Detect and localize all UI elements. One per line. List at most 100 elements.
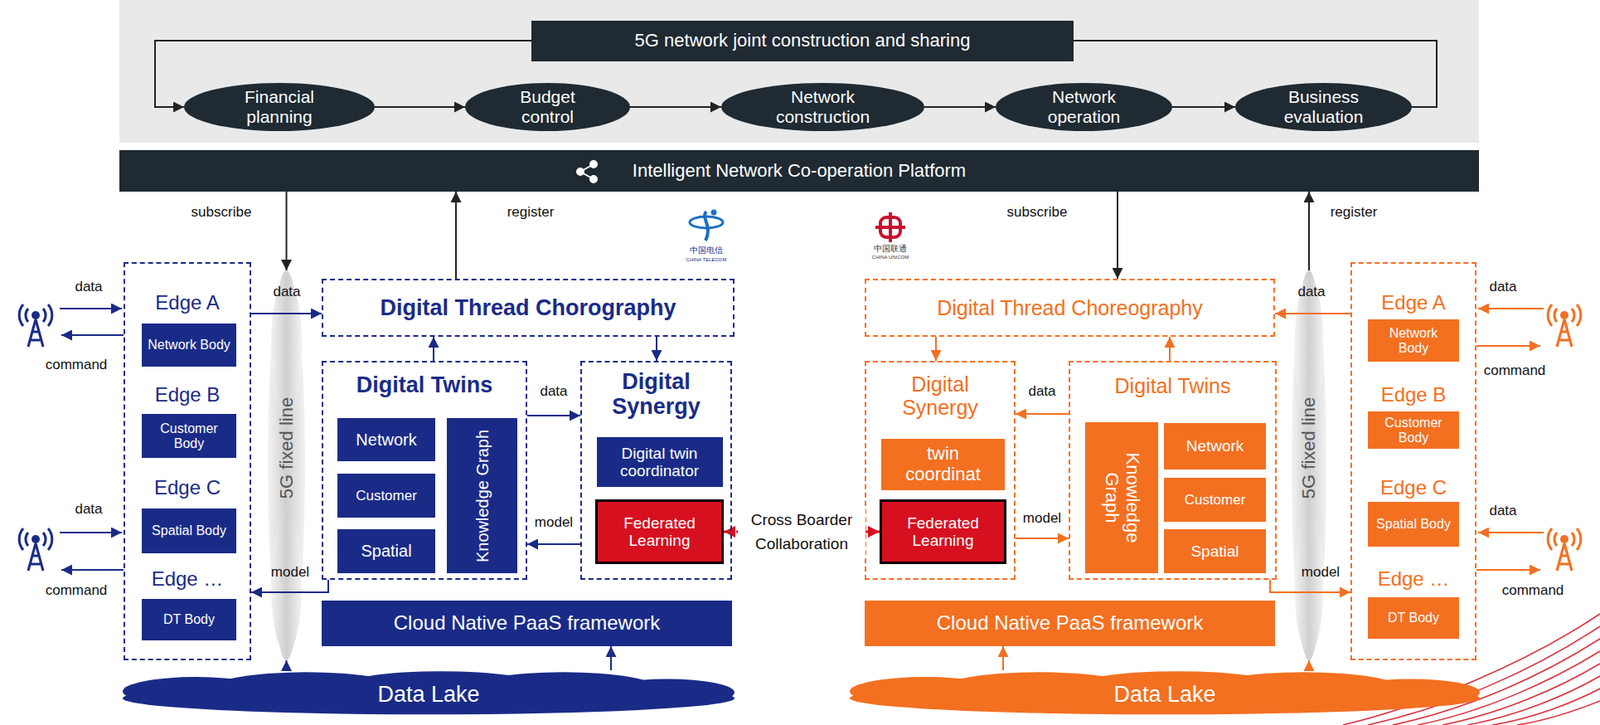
- body-box: Spatial Body: [141, 508, 237, 553]
- node-text: 5G fixed line: [1299, 397, 1320, 499]
- signal-label: command: [45, 357, 108, 374]
- antenna-icon: [19, 528, 53, 571]
- body-box: DT Body: [141, 598, 237, 640]
- node-text: Business evaluation: [1274, 87, 1374, 127]
- cloud-lobe: [267, 270, 306, 660]
- connector: [1308, 659, 1310, 670]
- graph-box: Knowledge Graph: [1085, 421, 1159, 573]
- synergy-group: Digital SynergyDigital twin coordinatorF…: [580, 360, 733, 580]
- signal-label: data: [1488, 279, 1517, 296]
- node-text: Edge …: [125, 567, 250, 591]
- node-text: Cloud Native PaaS framework: [936, 611, 1203, 635]
- process-ellipse: Business evaluation: [1235, 82, 1412, 131]
- edge-label: model: [534, 513, 573, 531]
- node-text: Edge B: [125, 383, 250, 407]
- node-text: Spatial Body: [151, 523, 227, 539]
- connector: [374, 106, 466, 108]
- graph-box: Knowledge Graph: [446, 417, 518, 573]
- body-box: DT Body: [1367, 596, 1460, 639]
- node-text: Knowledge Graph: [1100, 447, 1142, 548]
- node-text: Edge …: [1352, 567, 1475, 591]
- node-text: Financial planning: [217, 87, 342, 127]
- node-text: Cloud Native PaaS framework: [393, 611, 660, 635]
- connector: [610, 645, 612, 670]
- process-ellipse: Financial planning: [184, 82, 375, 131]
- node-text: Edge C: [125, 476, 250, 500]
- node-text: 5G fixed line: [276, 397, 297, 499]
- node-text: Federated Learning: [885, 513, 1002, 550]
- node-text: Edge A: [1352, 291, 1475, 315]
- connector: [1275, 312, 1351, 315]
- twin-box: Customer: [1163, 477, 1266, 522]
- signal-label: command: [1502, 582, 1565, 599]
- federated-box: Federated Learning: [879, 499, 1007, 564]
- edge-label: register: [1330, 203, 1378, 221]
- logo-stem: [704, 211, 708, 241]
- edge-label: data: [1297, 283, 1325, 301]
- node-text: Network: [355, 430, 417, 449]
- edge-label: model: [1023, 509, 1062, 527]
- federated-box: Federated Learning: [595, 499, 724, 564]
- node-text: Digital Synergy: [590, 368, 723, 419]
- title-bar: 5G network joint construction and sharin…: [531, 20, 1074, 62]
- paas-bar: Cloud Native PaaS framework: [864, 600, 1276, 646]
- coordinator-box: Digital twin coordinator: [596, 436, 723, 487]
- node-text: Budget control: [498, 87, 598, 127]
- decor-curve: [1517, 700, 1600, 725]
- node-text: Digital Twins: [356, 372, 494, 398]
- connector: [527, 414, 581, 417]
- connector: [455, 191, 457, 279]
- node-text: Data Lake: [1113, 681, 1216, 707]
- connector: [527, 543, 581, 545]
- edge-label: data: [1027, 383, 1056, 400]
- edge-label: model: [1301, 563, 1340, 581]
- process-ellipse: Network operation: [995, 82, 1173, 131]
- node-text: Customer: [355, 487, 417, 504]
- paas-bar: Cloud Native PaaS framework: [321, 600, 733, 646]
- cloud-lobe: [1341, 678, 1480, 705]
- connector: [1015, 537, 1069, 539]
- twin-box: Network: [337, 417, 436, 461]
- body-box: Customer Body: [141, 413, 237, 458]
- edge-label: subscribe: [1007, 203, 1068, 221]
- node-text: Digital Thread Chorography: [379, 295, 676, 320]
- signal-arrow: [1476, 344, 1541, 347]
- cloud-lobe: [271, 511, 303, 652]
- edge-label: model: [271, 563, 310, 581]
- node-text: twin coordinat: [889, 443, 998, 485]
- logo-knot: [875, 212, 906, 243]
- edge-label: data: [272, 283, 301, 301]
- fixed-line-cloud: 5G fixed line: [1290, 270, 1328, 660]
- body-box: Spatial Body: [1367, 501, 1460, 547]
- data-lake: Data Lake: [849, 669, 1480, 718]
- connector: [630, 106, 722, 108]
- data-lake: Data Lake: [122, 669, 735, 718]
- node-text: Customer Body: [147, 421, 231, 451]
- body-box: Network Body: [1367, 319, 1460, 362]
- body-box: Network Body: [141, 323, 237, 367]
- connector: [251, 312, 322, 315]
- connector: [1015, 412, 1069, 415]
- body-box: Customer Body: [1367, 411, 1460, 449]
- node-text: 5G network joint construction and sharin…: [635, 30, 971, 52]
- coordinator-box: twin coordinat: [881, 438, 1005, 490]
- cloud-lobe: [1294, 511, 1324, 652]
- node-text: Network Body: [1373, 325, 1454, 356]
- node-text: Federated Learning: [601, 513, 718, 550]
- edge-group: Edge AEdge BEdge CEdge …Network BodyCust…: [123, 261, 252, 660]
- node-text: DT Body: [163, 611, 215, 627]
- connector: [924, 106, 996, 108]
- signal-label: data: [74, 279, 102, 296]
- edge-label: subscribe: [191, 203, 253, 221]
- thread-box: Digital Thread Chorography: [321, 278, 735, 337]
- connector: [1002, 645, 1004, 670]
- node-text: Spatial: [360, 541, 412, 560]
- signal-arrow: [59, 307, 122, 310]
- antenna-icon: [1547, 528, 1581, 571]
- decor-curve: [1467, 675, 1600, 725]
- node-text: Digital Thread Choreography: [936, 295, 1203, 320]
- signal-arrow: [1478, 531, 1544, 534]
- telecom-logo: [689, 209, 723, 242]
- twins-group: Digital TwinsNetworkCustomerSpatial Knowl…: [321, 360, 528, 580]
